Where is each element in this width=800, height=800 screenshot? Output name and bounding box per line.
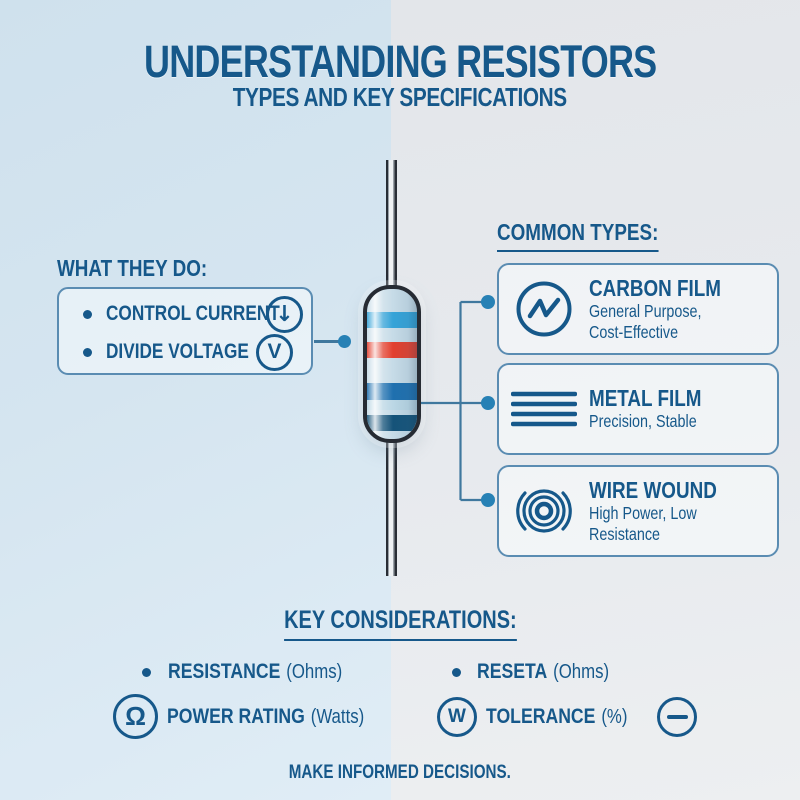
type-text: METAL FILM Precision, Stable <box>589 385 777 432</box>
type-description: High Power, Low Resistance <box>589 503 697 544</box>
consideration-unit: (Ohms) <box>286 661 343 683</box>
type-text: CARBON FILM General Purpose, Cost-Effect… <box>589 274 777 343</box>
footer: MAKE INFORMED DECISIONS. <box>0 762 800 784</box>
bullet-dot <box>83 347 92 357</box>
header: UNDERSTANDING RESISTORS <box>0 36 800 88</box>
type-icon-zone <box>499 390 589 428</box>
type-title: CARBON FILM <box>589 274 722 301</box>
resistor-top-lead <box>386 160 397 287</box>
consideration-label: RESETA <box>477 660 548 683</box>
omega-circle-icon: Ω <box>113 694 158 739</box>
common-types-heading: COMMON TYPES: <box>497 219 694 252</box>
connector-dot <box>481 295 495 309</box>
page-title: UNDERSTANDING RESISTORS <box>143 36 657 87</box>
consideration-label: POWER RATING <box>167 704 305 728</box>
what-they-do-item-label: DIVIDE VOLTAGE <box>106 340 249 363</box>
bullet-dot <box>83 309 92 319</box>
consideration-label: RESISTANCE <box>168 660 281 683</box>
connector-dot <box>481 396 495 410</box>
bullet-dot <box>142 667 151 677</box>
consideration-unit: (%) <box>601 706 628 728</box>
type-box-metal-film: METAL FILM Precision, Stable <box>497 363 779 455</box>
v-glyph: V <box>267 340 282 363</box>
consideration-unit: (Watts) <box>310 705 365 728</box>
type-icon-zone <box>499 279 589 339</box>
list-item: DIVIDE VOLTAGE V <box>59 333 311 371</box>
bullet-dot <box>452 667 461 677</box>
zigzag-circle-icon <box>516 281 572 337</box>
type-box-carbon-film: CARBON FILM General Purpose, Cost-Effect… <box>497 263 779 355</box>
type-icon-zone <box>499 479 589 543</box>
v-circle-icon: V <box>256 333 293 371</box>
w-glyph: W <box>448 706 466 727</box>
consideration-reseta: RESETA (Ohms) <box>452 660 634 684</box>
minus-glyph <box>666 715 688 719</box>
type-description: General Purpose, Cost-Effective <box>589 301 702 342</box>
right-connector-tree <box>421 295 495 507</box>
key-considerations-heading: KEY CONSIDERATIONS: <box>0 606 800 641</box>
background-left-half <box>0 0 391 800</box>
down-arrow-circle-icon: ↓ <box>266 295 303 333</box>
minus-circle-icon <box>657 697 697 737</box>
consideration-resistance: RESISTANCE (Ohms) <box>142 660 375 684</box>
background-right-half <box>391 0 800 800</box>
stacked-lines-icon <box>511 391 577 427</box>
resistor-gloss-highlight <box>367 289 417 439</box>
consideration-label: TOLERANCE <box>486 705 596 728</box>
type-box-wire-wound: WIRE WOUND High Power, Low Resistance <box>497 465 779 557</box>
consideration-tolerance: W TOLERANCE (%) <box>437 697 654 737</box>
resistor-body <box>363 285 421 443</box>
consideration-power-rating: Ω POWER RATING (Watts) <box>113 694 402 739</box>
left-connector-dot <box>338 335 351 348</box>
subheader: TYPES AND KEY SPECIFICATIONS <box>0 82 800 113</box>
connector-dot <box>481 493 495 507</box>
what-they-do-box: CONTROL CURRENT ↓ DIVIDE VOLTAGE V <box>57 287 313 375</box>
omega-glyph: Ω <box>125 701 146 731</box>
down-arrow-glyph: ↓ <box>275 301 294 327</box>
type-title: WIRE WOUND <box>589 476 717 503</box>
w-circle-icon: W <box>437 697 477 737</box>
consideration-unit: (Ohms) <box>553 661 610 683</box>
page-subtitle: TYPES AND KEY SPECIFICATIONS <box>232 82 567 112</box>
coil-icon <box>516 489 572 533</box>
what-they-do-item-label: CONTROL CURRENT <box>106 302 280 325</box>
list-item: CONTROL CURRENT ↓ <box>59 295 311 333</box>
type-description: Precision, Stable <box>589 411 697 432</box>
resistor-bottom-lead <box>386 441 397 576</box>
footer-text: MAKE INFORMED DECISIONS. <box>288 762 512 783</box>
left-connector-line <box>314 340 341 343</box>
what-they-do-heading: WHAT THEY DO: <box>57 255 208 281</box>
type-title: METAL FILM <box>589 385 702 412</box>
type-text: WIRE WOUND High Power, Low Resistance <box>589 476 777 545</box>
